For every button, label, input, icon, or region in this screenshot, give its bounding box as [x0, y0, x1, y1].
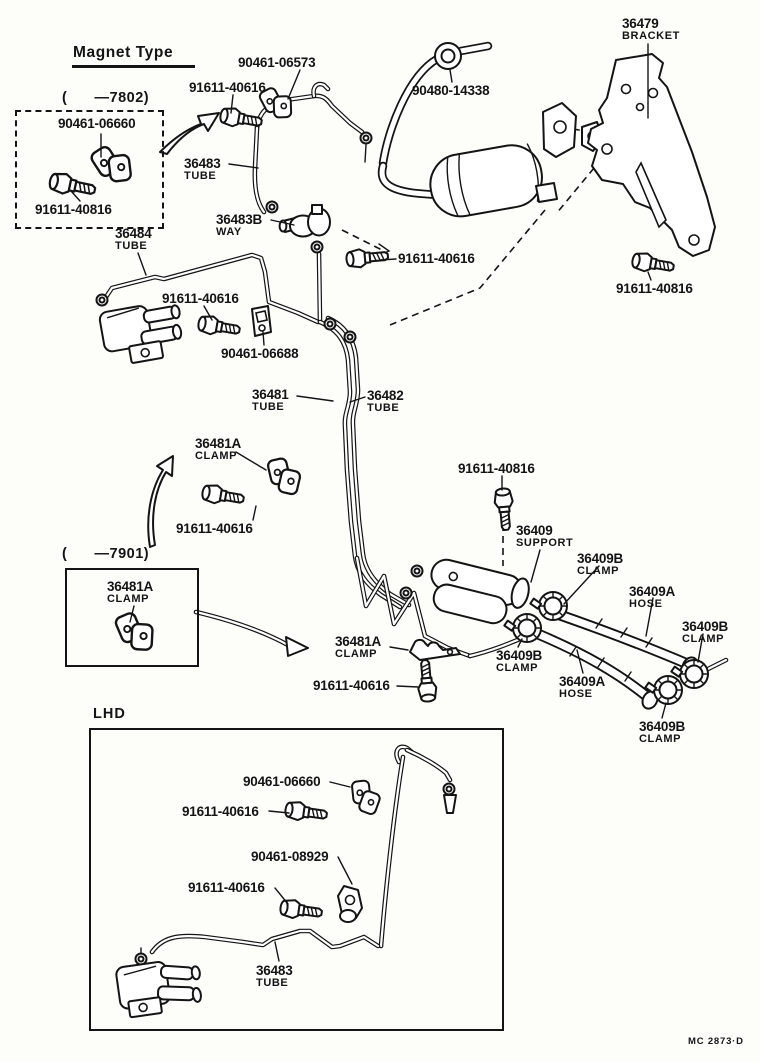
callout-90480-14338: 90480-14338 [412, 83, 490, 98]
clamp-36409B-ring-2 [503, 613, 542, 643]
callout-90461-06660: 90461-06660 [58, 116, 136, 131]
support-36409 [399, 558, 530, 625]
callout-91611-40616: 91611-40616 [189, 80, 266, 95]
callout-91611-40616: 91611-40616 [313, 678, 390, 693]
callout-91611-40616: 91611-40616 [162, 291, 239, 306]
callout-90461-08929: 90461-08929 [251, 849, 329, 864]
tube-36481-36482 [317, 315, 535, 659]
callout-91611-40816: 91611-40816 [458, 461, 535, 476]
drawing-code: MC 2873·D [688, 1036, 744, 1047]
callout-90461-06688: 90461-06688 [221, 346, 299, 361]
direction-arrows [147, 112, 309, 657]
hoses-36409A [532, 609, 729, 710]
callout-90461-06573: 90461-06573 [238, 55, 316, 70]
callout-91611-40816: 91611-40816 [616, 281, 693, 296]
callout-90461-06660: 90461-06660 [243, 774, 321, 789]
box-magnet-pre-7802 [15, 110, 164, 229]
caption-lhd: LHD [93, 706, 126, 722]
valve-magnet-left [95, 293, 183, 364]
callout-leader-lines [70, 43, 704, 962]
callout-91611-40616: 91611-40616 [188, 880, 265, 895]
caption-pre-7901: ( —7901) [62, 546, 150, 562]
lhd-tubes [134, 744, 457, 966]
tube-36483 [252, 81, 373, 215]
caption-pre-7802: ( —7802) [62, 90, 150, 106]
box-pre-7901 [65, 568, 199, 667]
vacuum-actuator [377, 41, 604, 218]
box-lhd [89, 728, 504, 1031]
valve-lhd [115, 961, 202, 1019]
callout-91611-40616: 91611-40616 [176, 521, 253, 536]
bracket-36479 [587, 53, 716, 257]
callout-91611-40816: 91611-40816 [35, 202, 112, 217]
callout-91611-40616: 91611-40616 [182, 804, 259, 819]
magnet-type-heading: Magnet Type [72, 44, 196, 68]
tube-36484 [101, 251, 323, 325]
valve-36483B-way [278, 204, 331, 254]
clamp-36409B-ring-1 [529, 591, 568, 621]
callout-91611-40616: 91611-40616 [398, 251, 475, 266]
